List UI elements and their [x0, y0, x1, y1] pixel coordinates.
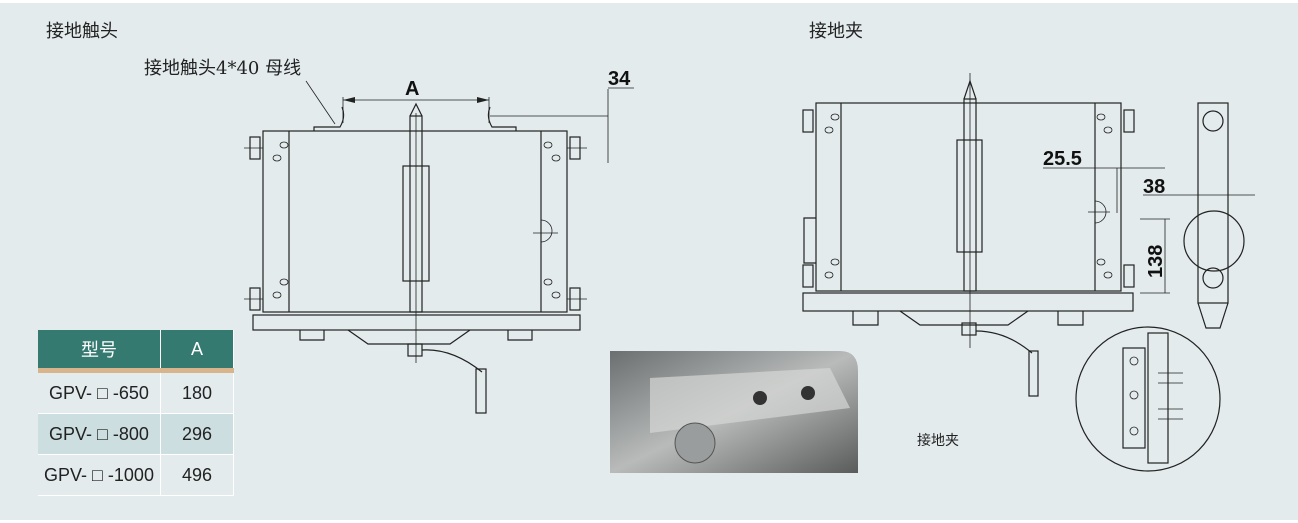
dim-34-label: 34 — [608, 68, 631, 90]
a-cell: 180 — [160, 370, 234, 414]
callout-label: 接地触头4*40 母线 — [144, 58, 301, 79]
left-title: 接地触头 — [46, 21, 118, 42]
dim-38-label: 38 — [1143, 176, 1165, 198]
grounding-contact-drawing: 接地触头4*40 母线 A 34 — [144, 58, 634, 414]
grounding-clamp-drawing: 25.5 38 138 — [802, 73, 1255, 472]
header-a: A — [160, 330, 234, 373]
model-cell: GPV- □ -1000 — [38, 454, 161, 496]
dim-138-label: 138 — [1145, 245, 1167, 278]
model-cell: GPV- □ -650 — [38, 370, 161, 414]
a-cell: 296 — [160, 413, 234, 455]
right-title: 接地夹 — [809, 21, 863, 42]
header-model: 型号 — [38, 330, 161, 373]
a-cell: 496 — [160, 454, 234, 496]
model-cell: GPV- □ -800 — [38, 413, 161, 455]
page: 接地触头 接地夹 接地触头4*40 母线 A 34 25.5 38 138 — [0, 3, 1298, 520]
technical-drawings: 接地触头4*40 母线 A 34 25.5 38 138 — [144, 58, 1255, 473]
dim-a-label: A — [405, 78, 419, 100]
dim-25-5-label: 25.5 — [1043, 148, 1082, 170]
grounding-clamp-photo: 接地夹 — [610, 351, 959, 473]
photo-caption: 接地夹 — [917, 432, 959, 449]
